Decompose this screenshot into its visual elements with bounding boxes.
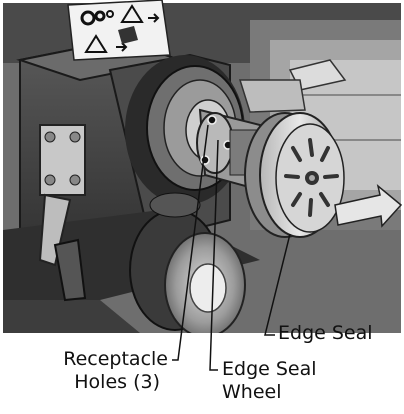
- receptacle-holes-label: Receptacle Holes (3): [38, 348, 168, 394]
- receptacle-hole: [207, 115, 217, 125]
- gear-hazard-icon: [80, 10, 114, 26]
- edge-seal-wheel-line2: Wheel: [222, 380, 282, 403]
- warning-label: [67, 0, 171, 61]
- warning-triangle-icon: [84, 34, 108, 53]
- pressure-roller: [129, 192, 246, 338]
- arrow-icon: [116, 42, 128, 52]
- edge-seal-leader: [264, 233, 291, 336]
- edge-seal-wheel-leader: [209, 139, 219, 371]
- edge-seal-wheel-line1: Edge Seal: [222, 358, 317, 380]
- receptacle-hole: [200, 155, 210, 165]
- receptacle-holes-line2: Holes (3): [74, 370, 160, 393]
- edge-seal-wheel: [244, 112, 345, 238]
- edge-seal-label: Edge Seal: [278, 322, 373, 344]
- arrow-icon: [334, 184, 403, 228]
- arrow-icon: [148, 13, 160, 23]
- edge-seal-wheel-label: Edge Seal Wheel: [222, 358, 317, 404]
- leader-lines: [172, 124, 291, 371]
- receptacle-holes-line1: Receptacle: [63, 348, 168, 370]
- hinge-bracket: [38, 124, 87, 302]
- receptacle-holes-leader: [172, 124, 209, 361]
- warning-triangle-icon: [120, 4, 144, 23]
